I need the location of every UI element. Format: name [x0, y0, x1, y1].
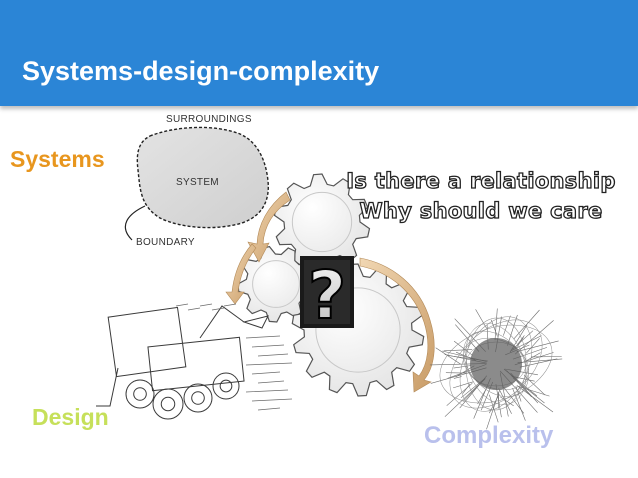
- design-sketch: [96, 303, 293, 420]
- slide-header: Systems-design-complexity: [0, 0, 638, 106]
- design-label: Design: [32, 404, 109, 430]
- system-diagram: [96, 126, 563, 430]
- systems-label: Systems: [10, 146, 105, 172]
- arrow-left: [225, 243, 257, 305]
- complexity-sketch: [429, 308, 563, 430]
- complexity-label: Complexity: [424, 422, 554, 449]
- system-blob: [136, 126, 269, 229]
- question-line-2: Why should we care: [359, 198, 603, 223]
- boundary-pointer: [124, 205, 146, 241]
- question-line-1: Is there a relationship: [346, 168, 616, 193]
- arrow-right: [359, 257, 435, 393]
- question-text: Is there a relationship Why should we ca…: [346, 166, 616, 226]
- arrow-top-left: [247, 191, 291, 263]
- slide-title: Systems-design-complexity: [22, 56, 380, 86]
- question-mark-icon: [300, 256, 354, 328]
- slide-canvas: SURROUNDINGS SYSTEM BOUNDARY ? Systems D…: [0, 106, 638, 478]
